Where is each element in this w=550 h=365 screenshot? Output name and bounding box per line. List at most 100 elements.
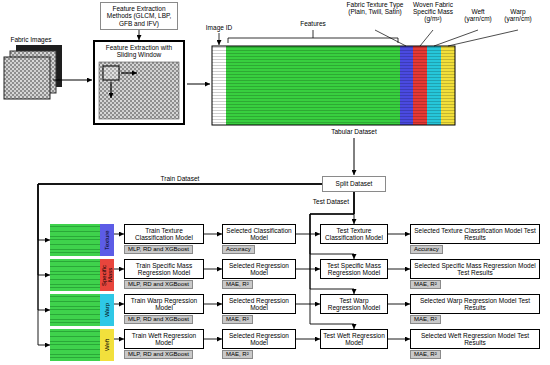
node-text: Test Texture Classification Model [323,227,385,241]
tabular-dataset [212,46,455,125]
node-text: Texture [104,225,110,255]
window-square [103,66,119,80]
node-text: Train Warp Regression Model [127,297,201,311]
flow-arrow [354,138,355,175]
node-text: Warp [104,295,110,325]
leader-arrow [219,33,220,45]
label-strip: Specific Mass [100,259,114,291]
label-strip: Weft [100,329,114,361]
node-text: Specific Mass [101,260,113,290]
flow-arrow [388,269,410,270]
node-text: Train Weft Regression Model [127,332,201,346]
process-box: Feature Extraction with Sliding Window [93,40,185,125]
method-box: Feature Extraction Methods (GLCM, LBP, G… [100,2,178,30]
process-box: Train Warp Regression Model [124,294,204,314]
dataset-block: Texture [50,224,114,256]
metric-tag: MLP, RD and XGBoost [124,315,193,324]
flow-arrow [296,234,320,235]
node-text: MAE, R² [226,351,249,358]
edge-label: Train Dataset [160,175,201,182]
flow-arrow [388,234,410,235]
edge-label: Test Dataset [312,198,350,205]
node-text: Accuracy [226,246,251,253]
metric-tag: MAE, R² [222,280,253,289]
node-text: MAE, R² [414,351,437,358]
node-text: Split Dataset [336,180,373,187]
flow-arrow [38,184,322,345]
metric-tag: MAE, R² [410,350,441,359]
process-box: Test Texture Classification Model [320,224,388,244]
metric-tag: MLP, RD and XGBoost [124,280,193,289]
split-box: Split Dataset [322,176,386,192]
node-text: Feature Extraction Methods (GLCM, LBP, G… [103,5,175,26]
dataset-block: Warp [50,294,114,326]
node-text: MAE, R² [414,316,437,323]
flow-arrow [53,80,92,81]
label-strip: Warp [100,294,114,326]
header-label: Woven Fabric Specific Mass (g/m²) [410,1,456,22]
process-box: Train Specific Mass Regression Model [124,259,204,279]
window-arrow [121,72,137,73]
result-box: Selected Texture Classification Model Te… [410,224,540,244]
node-text: Selected Regression Model [225,262,293,276]
node-text: MLP, RD and XGBoost [128,246,189,253]
process-box: Test Weft Regression Model [320,329,388,349]
process-box: Test Specific Mass Regression Model [320,259,388,279]
flow-arrow [114,304,124,305]
node-text: MLP, RD and XGBoost [128,351,189,358]
table-rows [212,46,455,125]
header-label: Tabular Dataset [324,128,384,135]
node-text: Selected Warp Regression Model Test Resu… [413,297,537,311]
flow-arrow [204,339,222,340]
flow-arrow [296,304,320,305]
node-text: MLP, RD and XGBoost [128,281,189,288]
flow-arrow [204,234,222,235]
header-label: Image ID [203,24,235,31]
process-box: Selected Classification Model [222,224,296,244]
header-label: Fabric Texture Type (Plain, Twill, Satin… [344,1,406,15]
node-text: Selected Classification Model [225,227,293,241]
node-text: Selected Specific Mass Regression Model … [413,262,537,276]
header-label: Features [283,20,343,27]
leader-line [448,30,518,46]
node-text: Selected Regression Model [225,332,293,346]
process-box: Selected Regression Model [222,294,296,314]
header-label: Weft (yarn/cm) [460,8,496,22]
header-label: Fabric Images [2,36,60,43]
metric-tag: MAE, R² [410,315,441,324]
metric-tag: MLP, RD and XGBoost [124,350,193,359]
dataset-block: Specific Mass [50,259,114,291]
process-box: Selected Regression Model [222,329,296,349]
window-arrow [110,82,111,98]
flow-arrow [139,30,140,40]
node-text: Test Specific Mass Regression Model [323,262,385,276]
process-box: Train Weft Regression Model [124,329,204,349]
node-text: MAE, R² [226,316,249,323]
sliding-window-image [99,62,179,119]
node-text: MAE, R² [226,281,249,288]
node-text: Test Weft Regression Model [323,332,385,346]
node-text: MLP, RD and XGBoost [128,316,189,323]
metric-tag: Accuracy [222,245,255,254]
flow-arrow [204,269,222,270]
process-box: Selected Regression Model [222,259,296,279]
fabric-image-stack [4,45,62,99]
leader-line [434,30,478,46]
metric-tag: MLP, RD and XGBoost [124,245,193,254]
flow-arrow [388,304,410,305]
flow-arrow [296,339,320,340]
leader-line [375,30,406,46]
result-box: Selected Weft Regression Model Test Resu… [410,329,540,349]
process-box: Test Warp Regression Model [320,294,388,314]
flow-arrow [296,269,320,270]
metric-tag: Accuracy [410,245,443,254]
fabric-texture [99,62,179,119]
node-text: Weft [104,330,110,360]
flow-arrow [114,269,124,270]
node-text: Feature Extraction with Sliding Window [98,44,180,58]
flow-arrow [114,234,124,235]
result-box: Selected Specific Mass Regression Model … [410,259,540,279]
flow-arrow [388,339,410,340]
node-text: Selected Weft Regression Model Test Resu… [413,332,537,346]
process-box: Train Texture Classification Model [124,224,204,244]
